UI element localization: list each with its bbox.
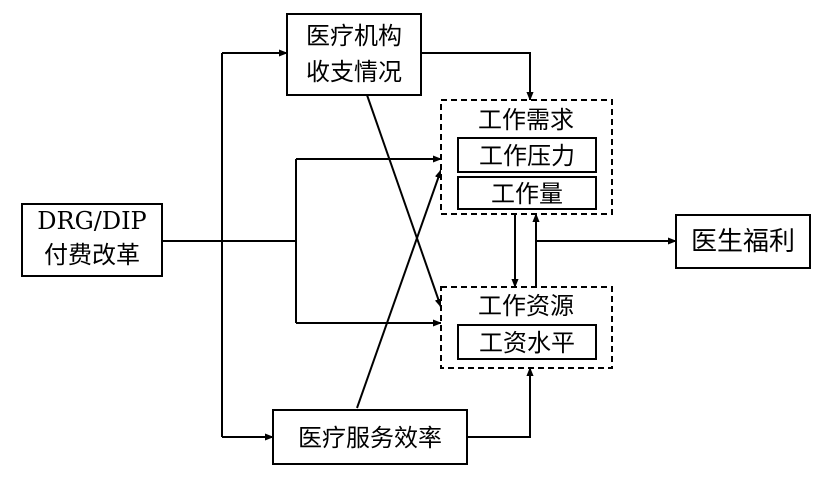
item-demand-pressure: 工作压力 [479,142,575,170]
item-demand-workload: 工作量 [491,180,563,208]
node-finance-line-1: 医疗机构 [306,22,402,50]
node-finance-line-2: 收支情况 [306,58,402,86]
group-resources: 工作资源 工资水平 [440,286,613,369]
node-finance: 医疗机构 收支情况 [286,13,422,96]
node-welfare-label: 医生福利 [691,227,795,257]
node-reform-line-2: 付费改革 [44,241,140,269]
arrow-efficiency-to-resources [467,367,534,438]
node-welfare: 医生福利 [675,214,811,269]
arrow-efficiency-to-demand [356,169,442,409]
node-reform: DRG/DIP 付费改革 [21,203,163,277]
group-resources-title: 工作资源 [478,292,574,320]
item-demand-workload-box [457,176,597,210]
connectors [162,49,677,441]
item-demand-pressure-box [457,137,597,173]
node-efficiency-label: 医疗服务效率 [298,424,442,452]
item-resources-salary-box [457,324,597,360]
group-demand: 工作需求 工作压力 工作量 [440,99,613,215]
arrow-finance-to-demand [421,52,534,101]
node-reform-line-1: DRG/DIP [37,207,146,235]
arrow-finance-to-resources [366,94,442,308]
item-resources-salary: 工资水平 [479,329,575,357]
group-demand-title: 工作需求 [478,106,574,134]
node-efficiency: 医疗服务效率 [272,409,468,465]
